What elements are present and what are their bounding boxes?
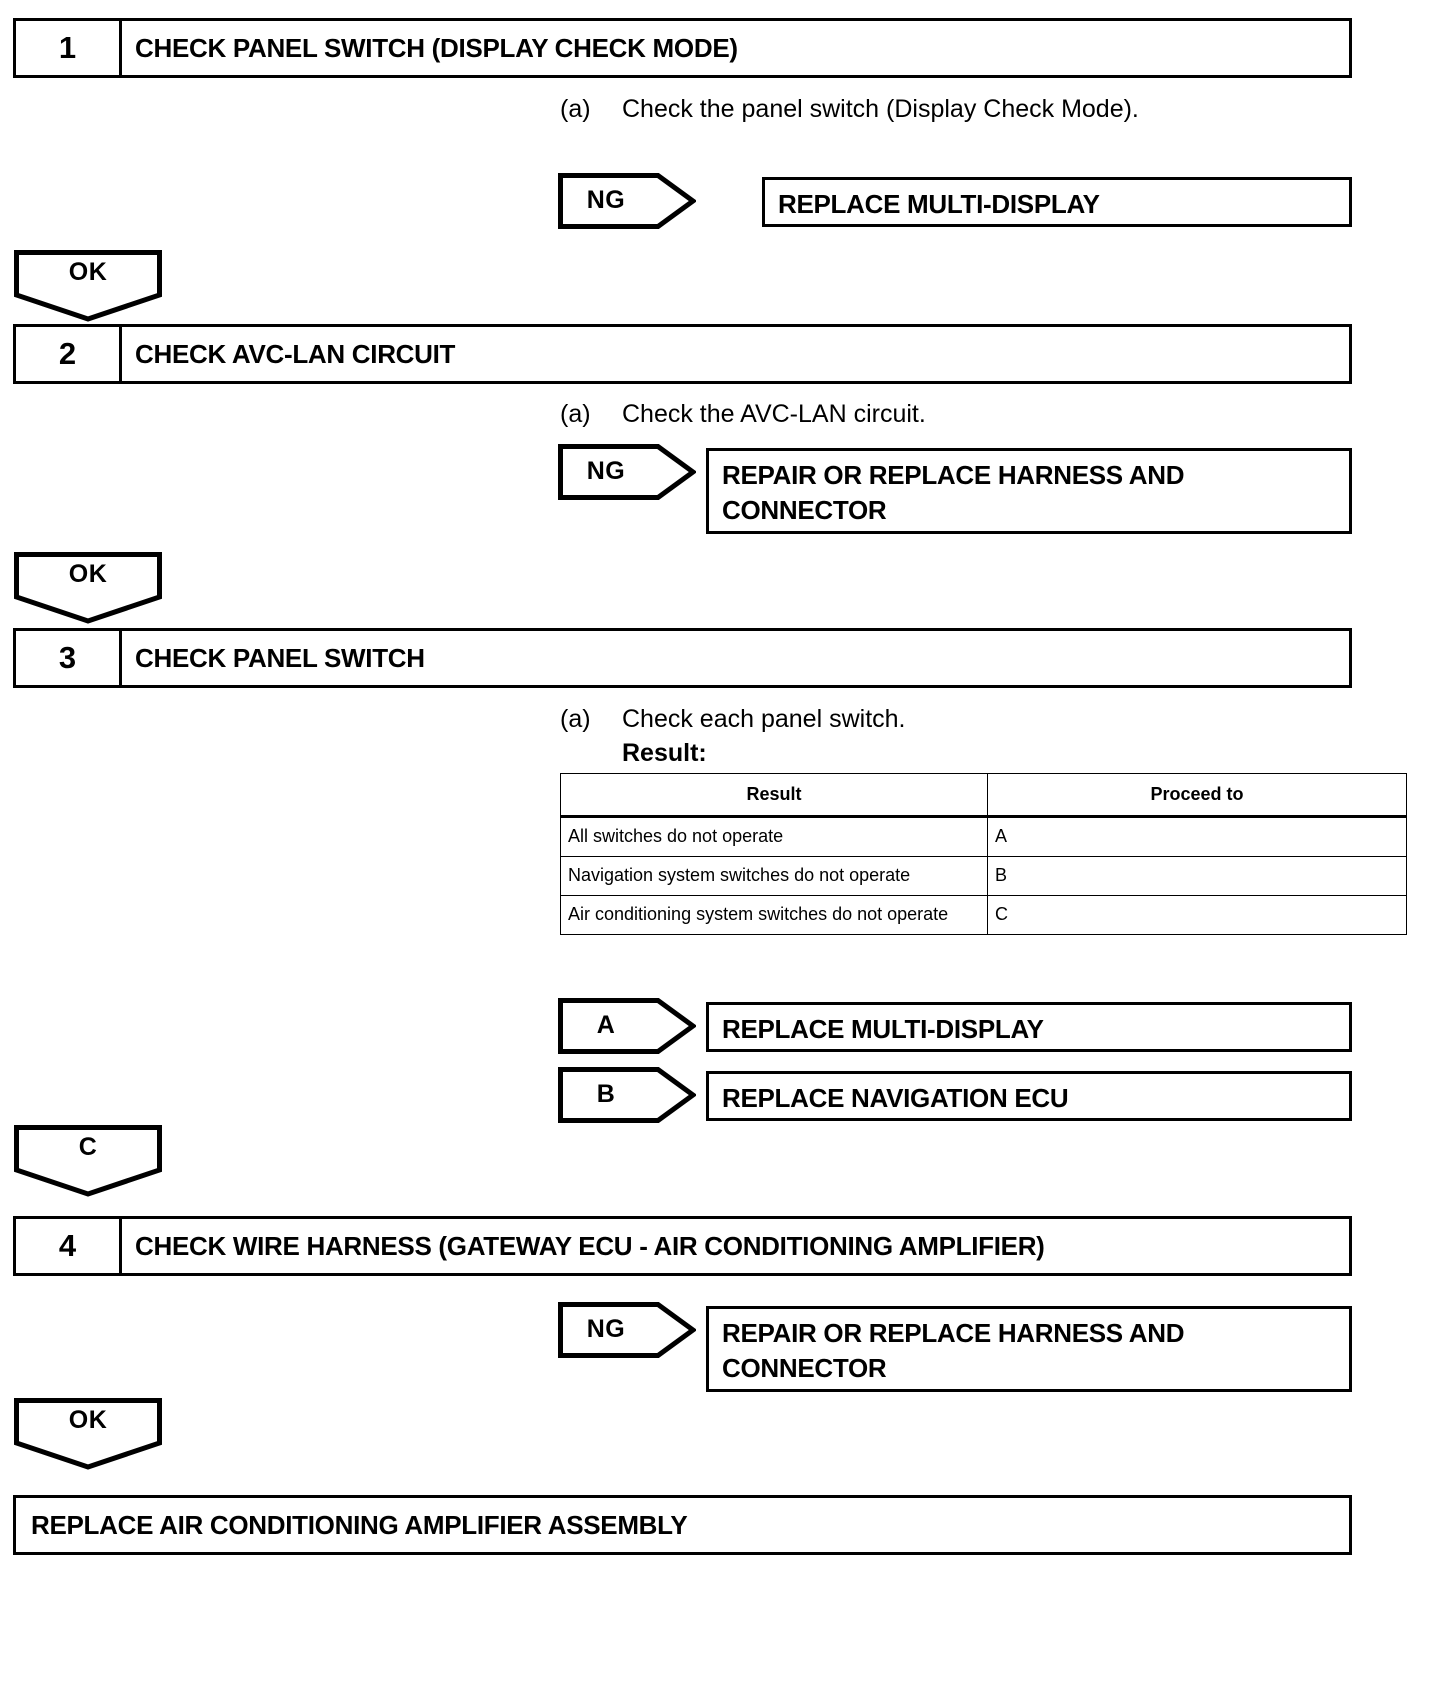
table-row: Navigation system switches do not operat… <box>560 856 1407 897</box>
step-title-4: CHECK WIRE HARNESS (GATEWAY ECU - AIR CO… <box>135 1230 1045 1261</box>
step-2-instruction-label: (a) <box>560 400 591 428</box>
connector-c-step-3: C <box>14 1125 162 1197</box>
result-table-cell-result-1: Navigation system switches do not operat… <box>560 856 988 897</box>
step-bar-2: 2 CHECK AVC-LAN CIRCUIT <box>13 324 1352 384</box>
connector-b-step-3: B <box>558 1067 696 1123</box>
a-arrow-icon <box>558 998 696 1054</box>
action-box-ng-text-4-line-1: REPAIR OR REPLACE HARNESS AND <box>722 1318 1185 1348</box>
connector-a-step-3: A <box>558 998 696 1054</box>
table-row: Air conditioning system switches do not … <box>560 895 1407 936</box>
action-box-ng-step-1: REPLACE MULTI-DISPLAY <box>762 177 1352 227</box>
step-2-instruction-text: Check the AVC-LAN circuit. <box>622 400 926 428</box>
result-table-cell-proceed-0: A <box>987 816 1407 858</box>
connector-ok-label-2: OK <box>68 560 108 588</box>
action-box-a-text: REPLACE MULTI-DISPLAY <box>722 1014 1044 1044</box>
connector-ng-step-1: NG <box>558 173 696 229</box>
result-table-cell-proceed-2: C <box>987 895 1407 936</box>
b-arrow-icon <box>558 1067 696 1123</box>
step-3-instruction: (a) Check each panel switch. <box>560 705 905 734</box>
step-title-1: CHECK PANEL SWITCH (DISPLAY CHECK MODE) <box>135 32 738 63</box>
step-3-result-heading: Result: <box>622 739 707 767</box>
connector-a-label: A <box>596 1011 616 1039</box>
ok-arrow-icon-4 <box>14 1398 162 1470</box>
result-table: Result Proceed to All switches do not op… <box>560 772 1407 936</box>
action-box-ng-step-4: REPAIR OR REPLACE HARNESS AND CONNECTOR <box>706 1306 1352 1392</box>
action-box-b-step-3: REPLACE NAVIGATION ECU <box>706 1071 1352 1121</box>
step-bar-4: 4 CHECK WIRE HARNESS (GATEWAY ECU - AIR … <box>13 1216 1352 1276</box>
connector-ng-label-2: NG <box>586 457 626 485</box>
table-row: All switches do not operate A <box>560 816 1407 858</box>
connector-ok-step-1: OK <box>14 250 162 322</box>
connector-ok-step-2: OK <box>14 552 162 624</box>
connector-c-label: C <box>78 1133 98 1161</box>
result-table-header-result: Result <box>560 772 988 819</box>
step-3-instruction-text: Check each panel switch. <box>622 705 906 733</box>
step-number-4: 4 <box>16 1219 122 1273</box>
step-number-3: 3 <box>16 631 122 685</box>
step-1-instruction-label: (a) <box>560 95 591 123</box>
connector-ng-label-1: NG <box>586 186 626 214</box>
action-box-ng-text-2-line-2: CONNECTOR <box>722 494 887 525</box>
ng-arrow-icon-4 <box>558 1302 696 1358</box>
step-3-instruction-label: (a) <box>560 705 591 733</box>
action-box-ng-step-2: REPAIR OR REPLACE HARNESS AND CONNECTOR <box>706 448 1352 534</box>
step-1-instruction-text: Check the panel switch (Display Check Mo… <box>622 95 1139 123</box>
result-table-header-row: Result Proceed to <box>560 772 1407 819</box>
action-box-ng-text-4-line-2: CONNECTOR <box>722 1352 887 1383</box>
connector-ng-step-4: NG <box>558 1302 696 1358</box>
step-number-2: 2 <box>16 327 122 381</box>
result-table-cell-result-2: Air conditioning system switches do not … <box>560 895 988 936</box>
result-table-header-proceed: Proceed to <box>987 772 1407 819</box>
connector-ng-label-4: NG <box>586 1315 626 1343</box>
connector-ok-label-4: OK <box>68 1406 108 1434</box>
ok-arrow-icon-2 <box>14 552 162 624</box>
connector-ok-label-1: OK <box>68 258 108 286</box>
step-bar-1: 1 CHECK PANEL SWITCH (DISPLAY CHECK MODE… <box>13 18 1352 78</box>
final-action-bar: REPLACE AIR CONDITIONING AMPLIFIER ASSEM… <box>13 1495 1352 1555</box>
action-box-ng-text-2-line-1: REPAIR OR REPLACE HARNESS AND <box>722 460 1185 490</box>
step-title-2: CHECK AVC-LAN CIRCUIT <box>135 338 456 369</box>
action-box-ng-text-1: REPLACE MULTI-DISPLAY <box>778 189 1100 219</box>
ng-arrow-icon-2 <box>558 444 696 500</box>
connector-ok-step-4: OK <box>14 1398 162 1470</box>
result-table-cell-proceed-1: B <box>987 856 1407 897</box>
step-number-1: 1 <box>16 21 122 75</box>
step-bar-3: 3 CHECK PANEL SWITCH <box>13 628 1352 688</box>
ng-arrow-icon-1 <box>558 173 696 229</box>
connector-ng-step-2: NG <box>558 444 696 500</box>
action-box-b-text: REPLACE NAVIGATION ECU <box>722 1083 1069 1113</box>
step-title-3: CHECK PANEL SWITCH <box>135 642 425 673</box>
ok-arrow-icon-1 <box>14 250 162 322</box>
connector-b-label: B <box>596 1080 616 1108</box>
result-table-cell-result-0: All switches do not operate <box>560 816 988 858</box>
final-action-text: REPLACE AIR CONDITIONING AMPLIFIER ASSEM… <box>31 1509 688 1540</box>
step-1-instruction: (a) Check the panel switch (Display Check… <box>560 95 1139 124</box>
c-arrow-icon <box>14 1125 162 1197</box>
action-box-a-step-3: REPLACE MULTI-DISPLAY <box>706 1002 1352 1052</box>
step-2-instruction: (a) Check the AVC-LAN circuit. <box>560 400 926 429</box>
